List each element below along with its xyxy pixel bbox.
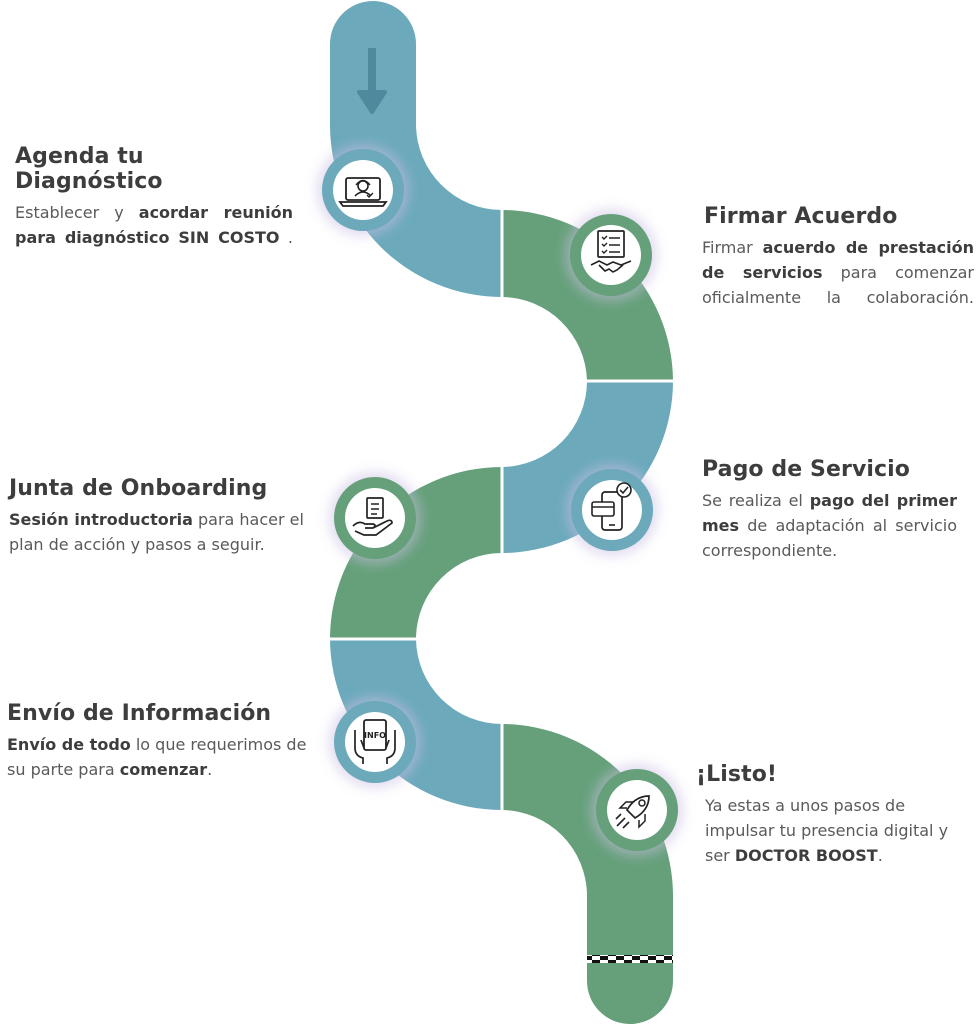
step-title: Envío de Información <box>7 701 272 726</box>
step-title: Agenda tu Diagnóstico <box>15 144 163 194</box>
node-center <box>581 225 641 285</box>
road-segment-3 <box>502 381 673 553</box>
step-pago-servicio: Pago de Servicio Se realiza el pago del … <box>702 457 957 563</box>
step-node-1 <box>317 144 409 236</box>
step-node-5: INFO <box>329 696 421 788</box>
node-center <box>345 712 405 772</box>
step-node-2 <box>565 209 657 301</box>
mobile-payment-icon <box>591 482 632 531</box>
finish-line <box>587 955 673 963</box>
step-junta-onboarding: Junta de Onboarding Sesión introductoria… <box>9 476 314 557</box>
step-description: Establecer y acordar reunión para diagnó… <box>15 203 293 247</box>
step-description: Firmar acuerdo de prestación de servicio… <box>702 238 974 307</box>
contract-handshake-icon <box>590 230 632 273</box>
step-agenda-diagnostico: Agenda tu Diagnóstico Establecer y acord… <box>15 144 293 250</box>
road-segment-2 <box>502 210 673 381</box>
rocket-icon <box>615 795 650 829</box>
step-listo: ¡Listo! Ya estas a unos pasos de impulsa… <box>696 762 966 868</box>
step-description: Ya estas a unos pasos de impulsar tu pre… <box>705 796 949 865</box>
step-node-4 <box>566 464 658 556</box>
step-firmar-acuerdo: Firmar Acuerdo Firmar acuerdo de prestac… <box>702 204 974 310</box>
step-description: Envío de todo lo que requerimos de su pa… <box>7 735 307 779</box>
step-title: Pago de Servicio <box>702 457 911 482</box>
road-segment-4 <box>330 467 502 639</box>
segment-dividers <box>327 207 676 813</box>
step-description: Se realiza el pago del primer mes de ada… <box>702 491 957 560</box>
step-envio-informacion: Envío de Información Envío de todo lo qu… <box>7 701 307 782</box>
step-description: Sesión introductoria para hacer el plan … <box>9 510 304 554</box>
hand-document-icon <box>352 497 393 536</box>
step-title: ¡Listo! <box>696 762 778 787</box>
start-arrow-icon <box>357 48 387 114</box>
laptop-support-icon <box>338 177 388 207</box>
svg-text:INFO: INFO <box>364 731 386 740</box>
step-title: Firmar Acuerdo <box>704 204 898 229</box>
info-book-hands-icon: INFO <box>354 719 396 764</box>
step-node-6 <box>591 764 683 856</box>
step-node-3 <box>329 472 421 564</box>
node-center <box>333 160 393 220</box>
node-center <box>607 780 667 840</box>
step-title: Junta de Onboarding <box>9 476 268 501</box>
